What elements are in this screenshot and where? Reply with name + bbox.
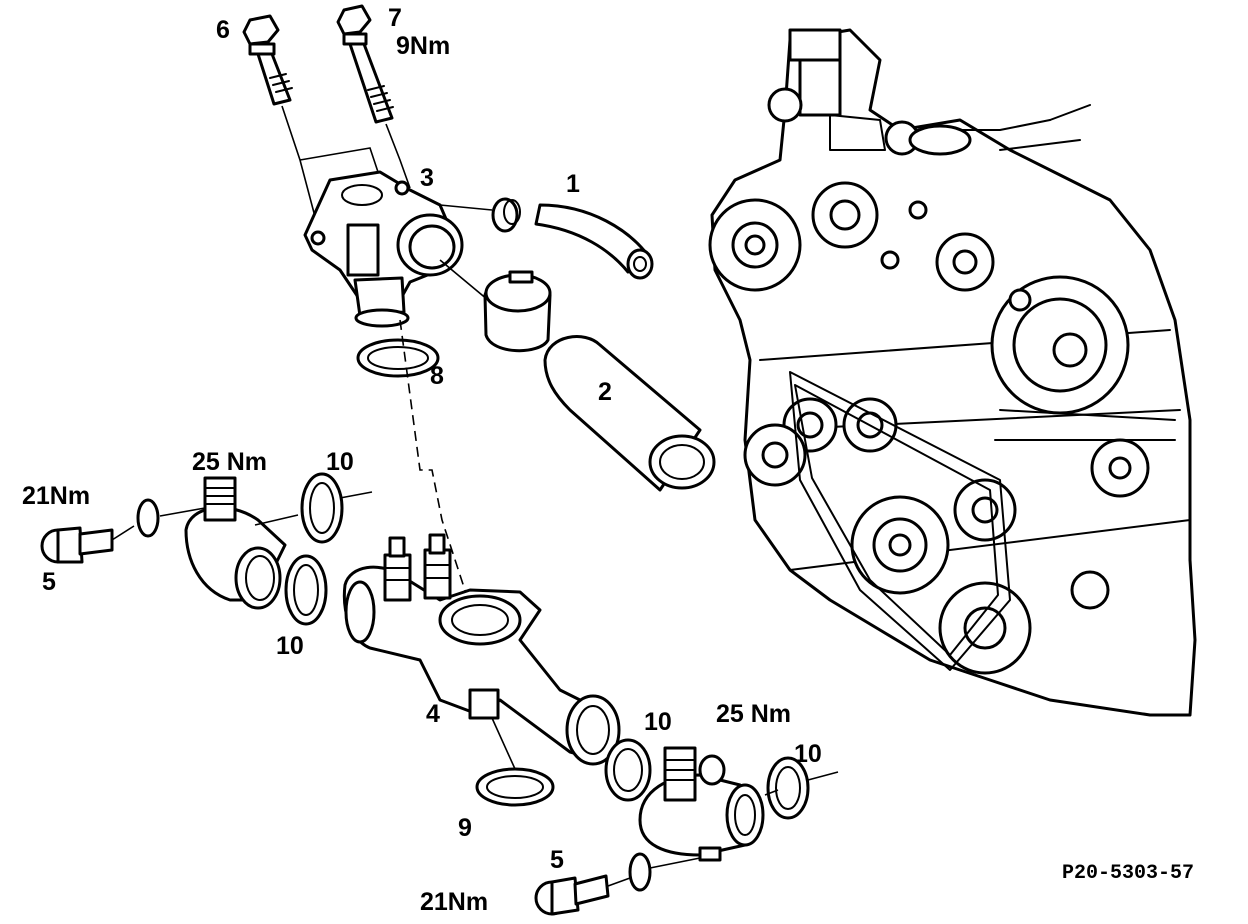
- o-ring-9-inner: [486, 775, 544, 799]
- left-screw-5: [40, 526, 114, 564]
- hose-2: [543, 335, 716, 492]
- bottom-screw-leader: [607, 857, 701, 887]
- callout-3: 3: [420, 164, 434, 192]
- o-ring-10-middle-inner: [613, 748, 643, 792]
- callout-10-right: 10: [794, 740, 822, 768]
- thermostat-housing: [303, 170, 464, 328]
- bolt-6-leader: [281, 105, 319, 229]
- bottom-seal-washer: [628, 852, 652, 892]
- o-ring-10-right-inner: [775, 766, 801, 810]
- torque-union-left: 25 Nm: [192, 448, 267, 476]
- callout-6: 6: [216, 16, 230, 44]
- left-coolant-elbow: [184, 476, 287, 610]
- o-ring-9: [475, 767, 555, 807]
- hose-1: [534, 203, 654, 280]
- torque-screw-bottom: 21Nm: [420, 888, 488, 916]
- o-ring-8: [356, 338, 440, 378]
- o-ring-10-upper-left-inner: [309, 482, 335, 534]
- clamp-large-leader: [439, 259, 489, 301]
- poly-v-belt: [789, 371, 1176, 671]
- bolt-bracket: [299, 147, 379, 173]
- o-ring-10-lower-left: [284, 554, 328, 626]
- left-screw-leader: [111, 491, 373, 541]
- hose-clamp-large: [483, 270, 552, 353]
- right-elbow-leader: [764, 771, 839, 796]
- callout-10-middle: 10: [644, 708, 672, 736]
- coolant-outlet-housing: [342, 533, 621, 766]
- assembly-axis-line: [399, 319, 479, 631]
- bolt-7-leader: [385, 123, 411, 189]
- o-ring-10-middle: [604, 738, 652, 802]
- callout-5-left: 5: [42, 568, 56, 596]
- callout-9: 9: [458, 814, 472, 842]
- engine-pulleys: [708, 181, 1150, 675]
- o-ring-10-right: [766, 756, 810, 820]
- torque-bolt-7: 9Nm: [396, 32, 450, 60]
- o-ring-8-inner: [367, 346, 429, 370]
- callout-2: 2: [598, 378, 612, 406]
- o-ring-10-lower-left-inner: [293, 564, 319, 616]
- figure-reference: P20-5303-57: [1062, 862, 1194, 885]
- callout-10-lower-left: 10: [276, 632, 304, 660]
- hose-clamp-small: [491, 197, 521, 233]
- torque-union-right: 25 Nm: [716, 700, 791, 728]
- callout-7: 7: [388, 4, 402, 32]
- left-seal-washer: [136, 498, 160, 538]
- callout-10-upper-left: 10: [326, 448, 354, 476]
- bottom-screw-5: [534, 874, 610, 916]
- right-coolant-elbow: [638, 746, 765, 862]
- callout-4: 4: [426, 700, 440, 728]
- o-ring-10-upper-left: [300, 472, 344, 544]
- callout-5-bottom: 5: [550, 846, 564, 874]
- callout-8: 8: [430, 362, 444, 390]
- callout-1: 1: [566, 170, 580, 198]
- bolt-7: [336, 4, 394, 124]
- bolt-6: [242, 14, 293, 106]
- torque-screw-left: 21Nm: [22, 482, 90, 510]
- clamp-small-leader: [439, 204, 493, 211]
